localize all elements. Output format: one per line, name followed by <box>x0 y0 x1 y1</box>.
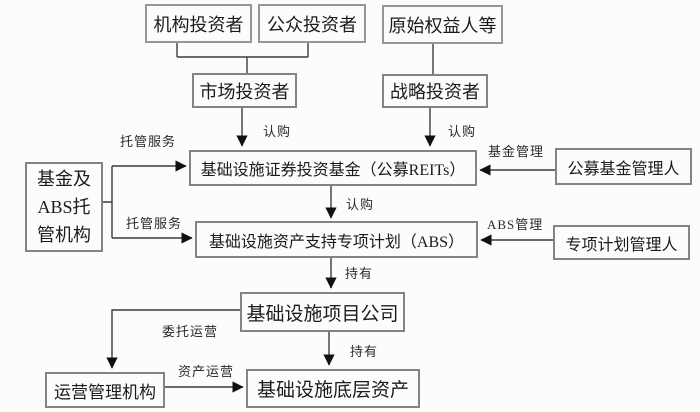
node-special-plan-manager: 专项计划管理人 <box>553 225 690 260</box>
edge-label-hold-abs-project: 持有 <box>345 266 374 281</box>
node-custodian: 基金及 ABS托 管机构 <box>25 162 103 252</box>
custodian-line-1: 基金及 <box>37 169 91 189</box>
arrow-project-to-operator <box>106 309 240 369</box>
node-operation-manager: 运营管理机构 <box>45 372 165 408</box>
connector-custodian-trunk <box>103 166 113 238</box>
node-institutional-investor: 机构投资者 <box>145 4 252 43</box>
edge-label-fund-management: 基金管理 <box>488 144 545 159</box>
custodian-line-2: ABS托 <box>37 197 91 217</box>
edge-label-custody-service-bottom: 托管服务 <box>126 216 183 231</box>
edge-label-abs-management: ABS管理 <box>487 217 544 232</box>
node-public-fund-manager: 公募基金管理人 <box>555 148 692 185</box>
connector-investors-bracket <box>176 43 309 73</box>
edge-label-subscribe-reits-abs: 认购 <box>346 197 375 212</box>
edge-label-subscribe-market: 认购 <box>263 124 292 139</box>
node-underlying-assets: 基础设施底层资产 <box>246 369 420 408</box>
node-project-company: 基础设施项目公司 <box>240 292 405 332</box>
edge-label-custody-service-top: 托管服务 <box>120 134 177 149</box>
edge-label-subscribe-strategic: 认购 <box>448 124 477 139</box>
custodian-line-3: 管机构 <box>37 225 91 245</box>
node-market-investor: 市场投资者 <box>192 73 297 108</box>
node-public-investor: 公众投资者 <box>258 4 366 43</box>
node-reits-fund: 基础设施证券投资基金（公募REITs） <box>189 150 477 186</box>
edge-label-hold-project-assets: 持有 <box>350 344 379 359</box>
node-original-equity-holder: 原始权益人等 <box>382 5 503 44</box>
edge-label-asset-operation: 资产运营 <box>178 364 235 379</box>
edge-label-entrusted-operation: 委托运营 <box>162 324 219 339</box>
node-abs-plan: 基础设施资产支持专项计划（ABS） <box>195 221 478 258</box>
node-strategic-investor: 战略投资者 <box>382 74 488 108</box>
